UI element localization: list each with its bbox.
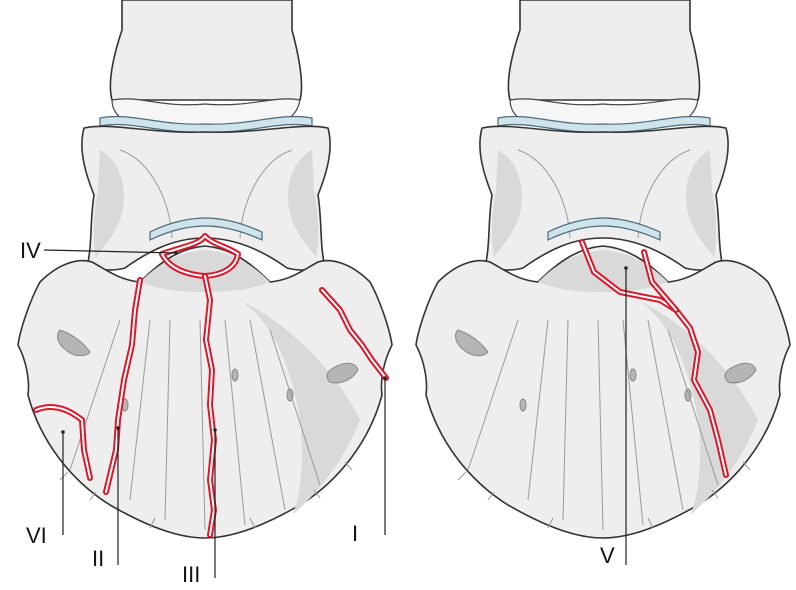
label-iv: IV [20,238,41,263]
left-foot [18,0,392,538]
label-v: V [600,543,615,568]
label-ii: II [92,546,104,571]
label-iii: III [182,562,200,587]
label-i: I [352,521,358,546]
label-vi: VI [26,523,47,548]
right-foot [416,0,790,538]
